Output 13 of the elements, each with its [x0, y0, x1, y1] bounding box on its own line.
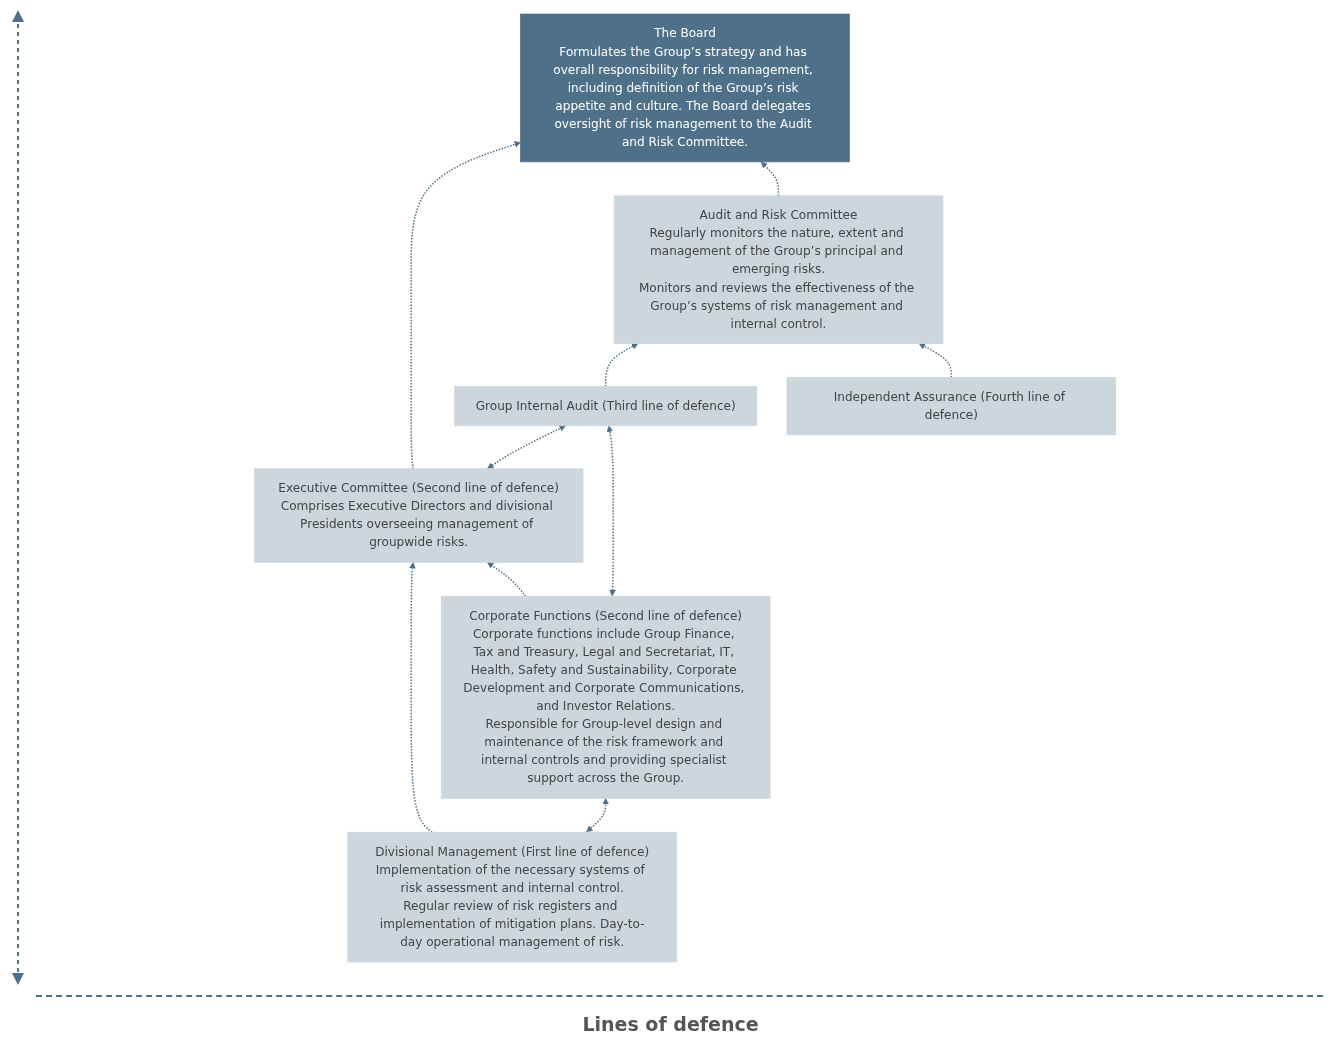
node-box: The Board Formulates the Group’s strategy and has overall responsibility for risk management, including definition of the Group’s risk appetite and culture. The Board delegates oversight of risk management to the Audit and Risk Committee. — [520, 13, 850, 163]
arrow — [606, 425, 616, 597]
axis-label: Lines of defence — [582, 1013, 759, 1035]
arrow — [487, 425, 566, 469]
node-box: Audit and Risk Committee Regularly monitors the nature, extent and management of the Group’s principal and emerging risks. Monitors and reviews the effectiveness of the Group’s systems of risk management and internal control. — [613, 195, 944, 344]
arrow — [409, 562, 433, 833]
node-box: Divisional Management (First line of defence) Implementation of the necessary systems of risk assessment and internal control. Regular review of risk registers and implementation of mitigation plans. Day-to-day operational management of risk. — [347, 831, 677, 963]
node-box: Independent Assurance (Fourth line of defence) — [786, 377, 1117, 436]
node-box: Corporate Functions (Second line of defence) Corporate functions include Group Finance, Tax and Treasury, Legal and Secretariat, IT, Health, Safety and Sustainability, Corporate Development and Corporate Communications, and Investor Relations. Responsible for Group-level design and maintenance of the risk framework and internal controls and providing specialist support across the Group. — [440, 595, 771, 799]
arrow — [586, 798, 609, 833]
node-box: Group Internal Audit (Third line of defence) — [454, 386, 758, 427]
node-box: Executive Committee (Second line of defence) Comprises Executive Directors and divisional Presidents overseeing management of groupwide risks. — [253, 468, 584, 563]
arrow — [486, 562, 527, 597]
